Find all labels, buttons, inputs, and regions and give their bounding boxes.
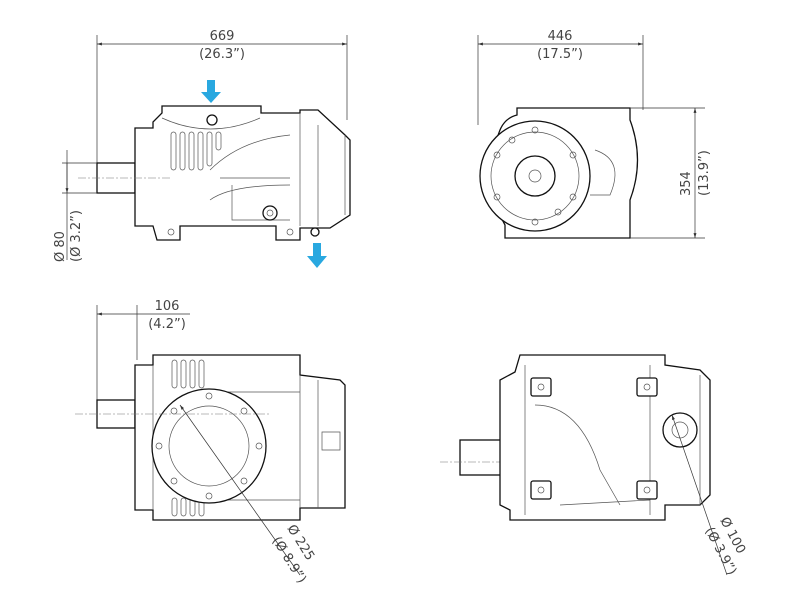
- length-mm: 669: [210, 29, 235, 44]
- rear-housing: [499, 354, 711, 521]
- bore: [662, 412, 698, 448]
- length-in: (26.3”): [199, 47, 245, 62]
- offset-mm: 106: [155, 299, 180, 314]
- side-view: 669 (26.3”) Ø 80 (Ø 3.2”): [53, 29, 351, 268]
- offset-in: (4.2”): [148, 317, 186, 332]
- shaft-diameter-mm: Ø 80: [53, 231, 68, 262]
- top-view: 106 (4.2”) Ø 225 (Ø 8.9”): [75, 299, 346, 586]
- width-in: (17.5”): [537, 47, 583, 62]
- mounting-pads: [530, 377, 658, 500]
- height-in: (13.9”): [697, 150, 712, 196]
- width-mm: 446: [548, 29, 573, 44]
- vent-slots: [171, 359, 205, 517]
- shaft-diameter-in: (Ø 3.2”): [69, 210, 84, 262]
- height-mm: 354: [679, 171, 694, 196]
- shaft: [96, 399, 136, 429]
- arrow-down-outlet-icon: [307, 243, 327, 268]
- front-view: 446 (17.5”) 354 (13.9”): [477, 29, 712, 239]
- front-bolts: [493, 126, 577, 226]
- rear-view: Ø 100 (Ø 3.9”): [440, 354, 748, 578]
- vent-slots: [170, 131, 222, 171]
- arrow-down-inlet-icon: [201, 80, 221, 103]
- flange-bolts: [155, 392, 263, 500]
